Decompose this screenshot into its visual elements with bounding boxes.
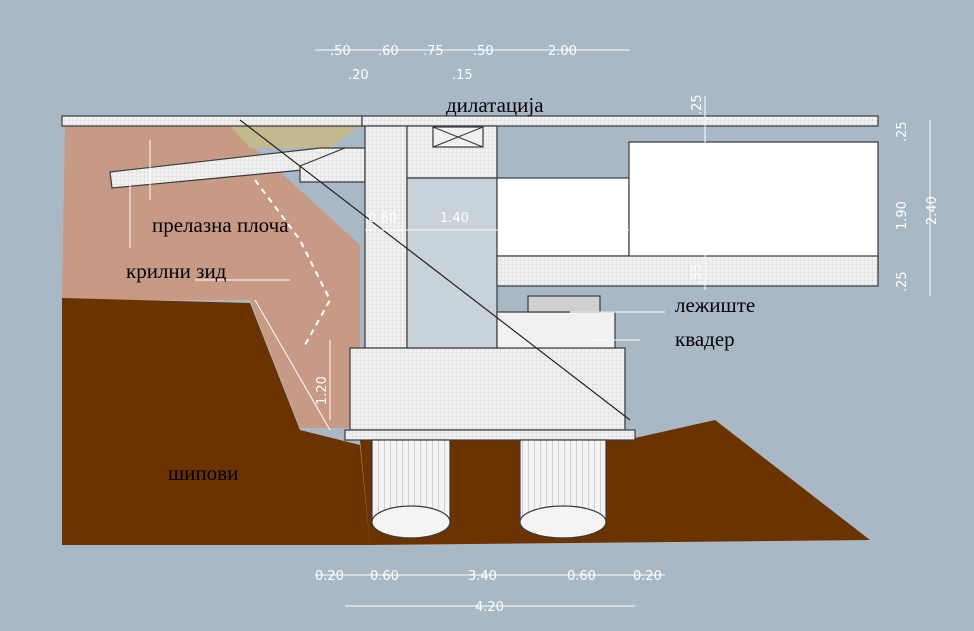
dim-v-1: .25 <box>690 94 705 115</box>
dim-bottom-4: 0.60 <box>567 569 596 584</box>
dim-top-4: .50 <box>473 44 494 59</box>
dim-v-8: 2.40 <box>925 196 940 225</box>
dim-v-6: .25 <box>895 271 910 292</box>
dim-mid-2: 1.40 <box>440 211 469 226</box>
wing-wall-dashes <box>254 179 332 346</box>
pile-right-base <box>519 505 607 539</box>
dim-top-3: .75 <box>423 44 444 59</box>
dim-v-9: 1.20 <box>315 376 330 405</box>
dim-bottom-3: 3.40 <box>468 569 497 584</box>
deck-girder-end <box>496 177 630 257</box>
label-krilni-zid: крилни зид <box>126 259 227 283</box>
dim-bottom-1: 0.20 <box>315 569 344 584</box>
abutment-wall-front <box>406 177 498 349</box>
dim-v-4: 1.10 <box>690 193 705 222</box>
ground-soil-left <box>62 298 370 545</box>
abutment-body <box>349 347 626 431</box>
label-dilatacija: дилатација <box>446 93 544 117</box>
slope-line-1 <box>239 119 631 421</box>
label-shipovi: шипови <box>168 461 238 485</box>
leader-lines <box>129 140 665 341</box>
road-surface <box>61 115 363 127</box>
pile-left-base <box>371 505 451 539</box>
bearing <box>527 295 601 313</box>
dim-top-5: 2.00 <box>548 44 577 59</box>
dim-top-1: .50 <box>330 44 351 59</box>
label-lezhiste: лежиште <box>675 293 755 317</box>
dim-total: 4.20 <box>475 600 504 615</box>
label-kvader: квадер <box>675 327 735 351</box>
olive-fill <box>230 126 360 148</box>
deck-girder-flange <box>496 255 879 287</box>
dim-bottom-5: 0.20 <box>633 569 662 584</box>
dim-mid-1: 0.60 <box>368 211 397 226</box>
dim-v-2: .25 <box>895 121 910 142</box>
back-wall <box>364 125 408 349</box>
dim-top-2: .60 <box>378 44 399 59</box>
slope-line-2 <box>254 299 331 431</box>
expansion-joint-cross <box>432 126 484 148</box>
ground-soil-right <box>360 420 870 545</box>
dim-v-3: .50 <box>690 147 705 168</box>
deck-surface <box>361 115 879 127</box>
pile-cap <box>344 429 636 441</box>
dim-top-sub-2: .15 <box>452 68 473 83</box>
dim-v-5: .55 <box>690 263 705 284</box>
dim-mid-3: 2.00 <box>550 211 579 226</box>
deck-girder <box>628 141 879 273</box>
label-prelazna-ploca: прелазна плоча <box>152 213 289 237</box>
dim-bottom-2: 0.60 <box>370 569 399 584</box>
dim-top-sub-1: .20 <box>348 68 369 83</box>
bearing-block <box>496 311 616 349</box>
embankment-lower <box>250 300 360 428</box>
dim-v-7: 1.90 <box>895 201 910 230</box>
